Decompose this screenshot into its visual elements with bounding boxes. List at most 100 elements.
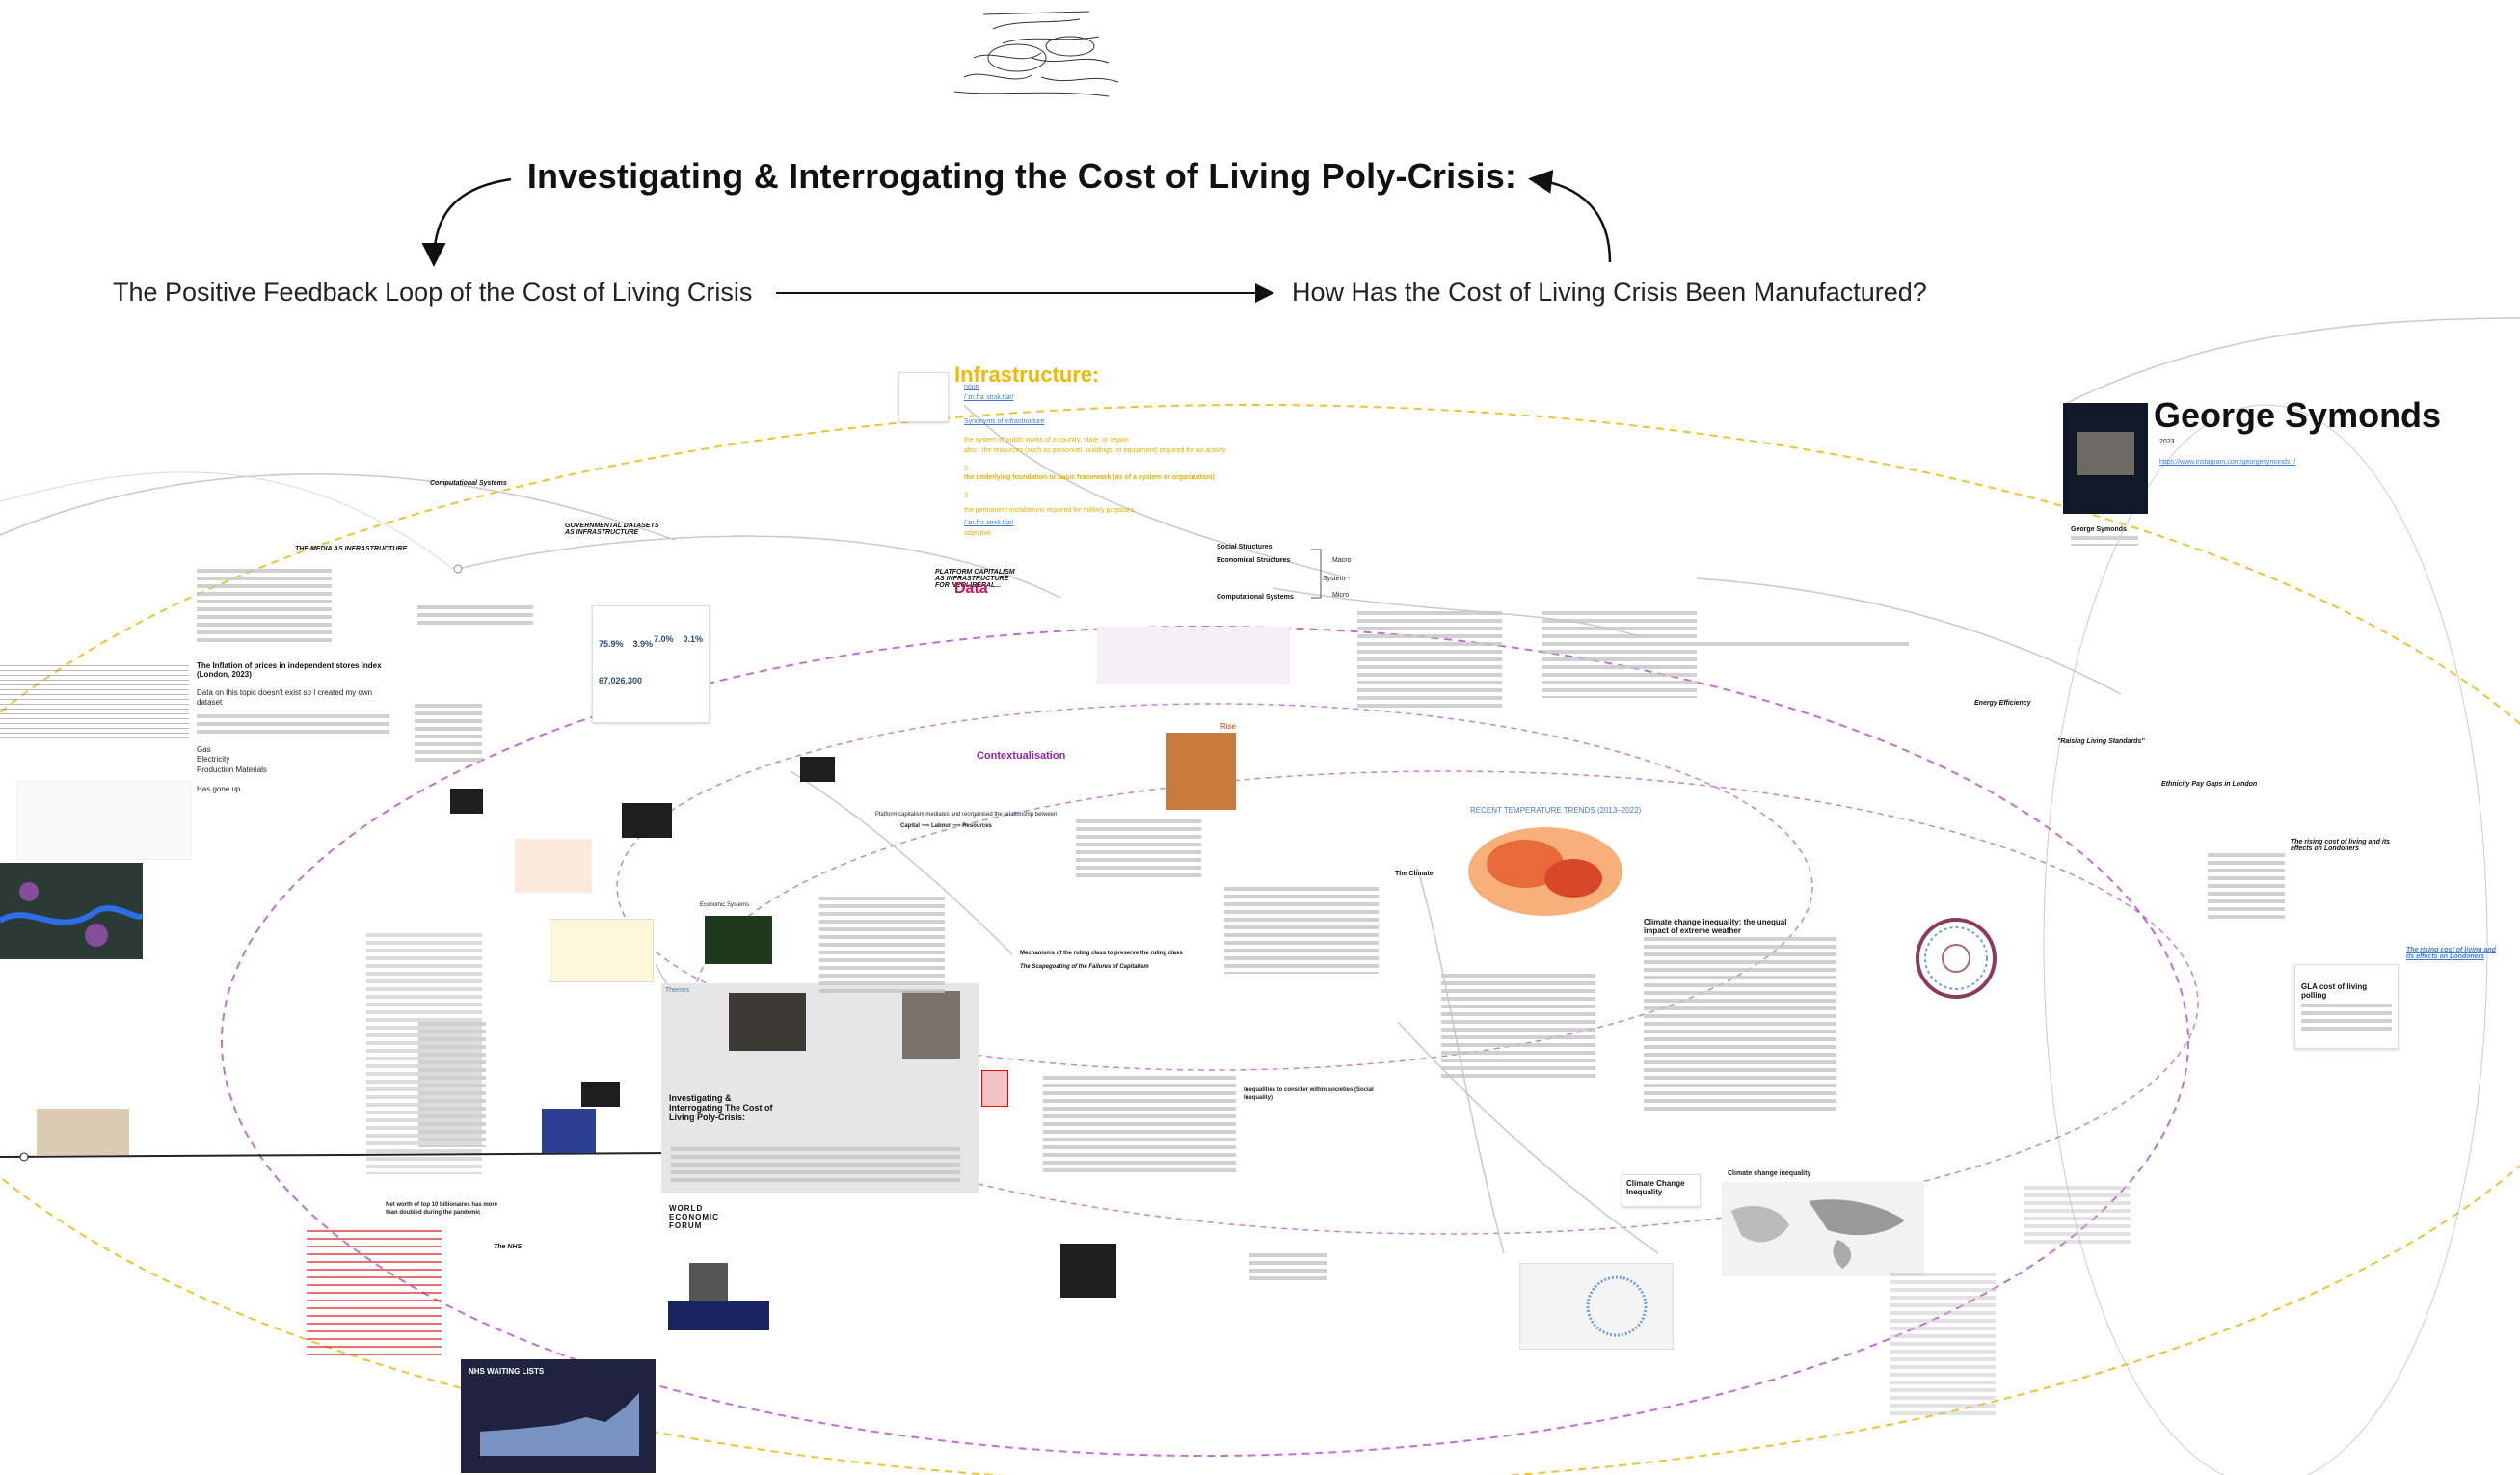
definition-4: the permanent installations required for… [964, 507, 1135, 514]
inequalities-label: Inequalities to consider within societie… [1244, 1087, 1374, 1101]
evolution-image[interactable] [37, 1109, 129, 1155]
temperature-trends-label: RECENT TEMPERATURE TRENDS (2013–2022) [1470, 806, 1642, 815]
the-climate-label: The Climate [1395, 871, 1434, 877]
chart-thumb-2[interactable] [1097, 627, 1290, 684]
definition-3-label: 2 [964, 466, 968, 472]
oil-image[interactable] [1166, 733, 1236, 810]
rise-label: Rise [1220, 722, 1237, 731]
gov-datasets-label: GOVERNMENTAL DATASETS AS INFRASTRUCTURE [565, 523, 659, 536]
infrastructure-thumbnail[interactable] [898, 372, 949, 422]
contextualisation-label: Contextualisation [977, 750, 1066, 762]
left-curved-arrow [421, 177, 512, 267]
climate-map-label: Climate change inequality [1728, 1170, 1811, 1177]
video-thumb-4[interactable] [800, 757, 835, 782]
london-map-image[interactable] [0, 863, 145, 959]
adjective-label: adjective [964, 530, 991, 537]
circular-chart[interactable] [1914, 916, 1998, 1001]
ons-stats-card[interactable]: 75.9% 3.9% 67,026,300 [592, 605, 710, 723]
computational-systems-top-label: Computational Systems [430, 480, 507, 487]
video-thumb-1[interactable] [705, 916, 772, 964]
author-photo[interactable] [2063, 403, 2148, 514]
platform-capitalism-para: Platform capitalism mediates and reorgan… [875, 812, 1058, 818]
eu-map-thumb[interactable] [542, 1109, 596, 1153]
synonyms-link[interactable]: Synonyms of infrastructure [964, 418, 1045, 425]
climate-change-inequality-card[interactable]: Climate Change Inequality [1622, 1174, 1701, 1207]
platform-capitalism-label: PLATFORM CAPITALISM AS INFRASTRUCTURE FO… [935, 569, 1015, 589]
video-thumb-2[interactable] [622, 803, 672, 838]
stat-4: 0.1% [683, 634, 704, 644]
scapegoating-label: The Scapegoating of the Failures of Capi… [1020, 964, 1149, 970]
hand-sketch-image[interactable] [935, 0, 1138, 111]
climate-change-inequality-title: Climate Change Inequality [1626, 1179, 1685, 1196]
right-heading[interactable]: How Has the Cost of Living Crisis Been M… [1292, 278, 1927, 307]
pronunciation-link[interactable]: /ˈɪn.frəˌstrʌk.tʃər/ [964, 394, 1014, 401]
has-gone-up-label: Has gone up [197, 784, 241, 793]
computational-systems-label: Computational Systems [1217, 594, 1294, 601]
inflation-question: Data on this topic doesn't exist so I cr… [197, 688, 373, 708]
world-map[interactable] [1722, 1182, 1924, 1276]
infrastructure-definition: noun /ˈɪn.frəˌstrʌk.tʃər/ Synonyms of in… [964, 384, 1253, 537]
ons-inflation-card[interactable]: 7.0% 0.1% [650, 617, 708, 656]
stat-3: 7.0% [654, 634, 674, 644]
chart-thumb-1[interactable] [515, 839, 592, 893]
gas-label: Gas [197, 744, 211, 754]
pronunciation-link-2[interactable]: /ˈɪn.frəˌstrʌk.tʃər/ [964, 520, 1014, 526]
rising-cost-label-2[interactable]: The rising cost of living and its effect… [2406, 947, 2496, 960]
temperature-map[interactable] [1467, 825, 1623, 918]
stat-2: 3.9% [632, 639, 654, 649]
author-name: George Symonds [2154, 395, 2442, 435]
nhs-chart-title: NHS WAITING LISTS [469, 1367, 545, 1376]
definition-1: the system of public works of a country,… [964, 437, 1129, 443]
noun-label[interactable]: noun [964, 384, 979, 390]
media-infra-label: THE MEDIA AS INFRASTRUCTURE [295, 546, 408, 552]
infrastructure-title: Infrastructure: [954, 362, 1100, 387]
climate-inequality-heading: Climate change inequality: the unequal i… [1644, 918, 1787, 935]
themes-frame[interactable]: Themes Investigating & Interrogating The… [661, 983, 979, 1193]
video-thumb-3[interactable] [450, 789, 483, 814]
world-economic-forum-logo: WORLD ECONOMIC FORUM [669, 1204, 719, 1230]
video-thumb-5[interactable] [1060, 1244, 1116, 1298]
themes-label: Themes [665, 987, 690, 994]
mechanisms-label: Mechanisms of the ruling class to preser… [1020, 951, 1183, 956]
economic-systems-label: Economic Systems [700, 902, 750, 908]
definition-2: also : the resources (such as personnel,… [964, 447, 1226, 454]
chart-thumb-3[interactable] [550, 919, 654, 982]
stat-1: 75.9% [599, 639, 624, 649]
themes-image-1[interactable] [729, 993, 806, 1051]
net-worth-label: Net worth of top 10 billionaires has mor… [386, 1202, 498, 1216]
small-thumb[interactable] [581, 1082, 620, 1107]
capital-chain: Capital ⟹ Labour ⟹ Resources [900, 823, 992, 829]
themes-zoom-title: Investigating & Interrogating The Cost o… [669, 1093, 773, 1122]
red-bars-image[interactable] [307, 1230, 442, 1355]
table-thumb-1[interactable] [0, 665, 189, 738]
author-year: 2023 [2159, 439, 2175, 445]
gla-polling-title: GLA cost of living polling [2301, 982, 2368, 1000]
nhs-waiting-lists-chart[interactable]: NHS WAITING LISTS [461, 1359, 656, 1473]
raising-living-standards-label: "Raising Living Standards" [2057, 738, 2145, 745]
author-caption: George Symonds [2071, 526, 2127, 533]
rising-cost-label-1: The rising cost of living and its effect… [2291, 839, 2391, 852]
the-nhs-label: The NHS [494, 1244, 523, 1250]
ethnicity-pay-gaps-label: Ethnicity Pay Gaps in London [2161, 781, 2258, 788]
gla-polling-card[interactable]: GLA cost of living polling [2294, 964, 2399, 1049]
inflation-heading: The Inflation of prices in independent s… [197, 661, 382, 679]
left-heading[interactable]: The Positive Feedback Loop of the Cost o… [113, 278, 753, 307]
micro-label: Micro [1332, 592, 1350, 599]
red-thumb[interactable] [981, 1070, 1008, 1107]
video-thumb-7[interactable] [668, 1301, 769, 1330]
circular-dataset-image[interactable] [1519, 1263, 1674, 1350]
stat-population: 67,026,300 [599, 676, 643, 685]
macro-label: Macro [1332, 557, 1352, 564]
themes-image-2[interactable] [902, 991, 960, 1059]
electricity-label: Electricity [197, 755, 230, 764]
system-label: System [1323, 576, 1346, 582]
production-label: Production Materials [197, 764, 267, 774]
right-curved-arrow [1528, 169, 1612, 263]
definition-3: the underlying foundation or basic frame… [964, 474, 1215, 481]
social-structures-label: Social Structures [1217, 544, 1273, 550]
inflation-block: The Inflation of prices in independent s… [197, 661, 399, 794]
data-label: Data [954, 580, 988, 597]
energy-efficiency-label: Energy Efficiency [1974, 700, 2031, 707]
chart-thumb-4[interactable] [17, 781, 191, 860]
author-link[interactable]: https://www.instagram.com/georgesymonds_… [2159, 459, 2296, 466]
